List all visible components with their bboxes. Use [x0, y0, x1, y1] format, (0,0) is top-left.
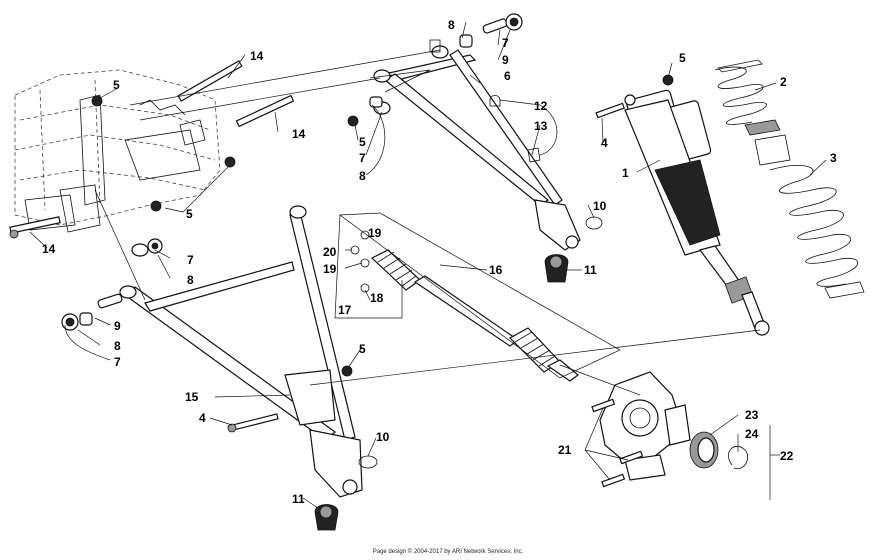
callout-14: 14	[250, 49, 264, 63]
callout-19: 19	[368, 226, 382, 240]
callout-19: 19	[323, 262, 337, 276]
callout-23: 23	[745, 408, 759, 422]
callout-10: 10	[593, 199, 607, 213]
spring-small	[714, 59, 791, 166]
circlip-lower	[358, 455, 378, 469]
reference-lines	[94, 49, 771, 500]
callout-20: 20	[323, 245, 337, 259]
callout-5: 5	[186, 207, 193, 221]
callout-16: 16	[489, 263, 503, 277]
bolts-21	[591, 398, 644, 488]
bolt-14-left	[9, 216, 61, 239]
bolt-4-arm	[227, 413, 279, 433]
steering-knuckle	[599, 371, 691, 481]
callouts: 1 2 3 4 4 5 5 5 5 5 6 7 7 7 7 8 8 8 8 9 …	[42, 18, 837, 506]
callout-2: 2	[780, 75, 787, 89]
callout-5: 5	[679, 51, 686, 65]
nuts-5	[91, 74, 674, 377]
lower-a-arm	[119, 205, 363, 498]
callout-24: 24	[745, 427, 759, 441]
axle-clips	[350, 230, 370, 293]
callout-11: 11	[584, 263, 597, 277]
circlip-upper	[585, 216, 603, 230]
upper-a-arm	[373, 39, 581, 251]
ball-joint-lower	[314, 504, 339, 531]
drive-axle	[370, 249, 579, 382]
leader-lines	[29, 21, 827, 509]
copyright-footer: Page design © 2004-2017 by ARI Network S…	[372, 549, 524, 555]
callout-5: 5	[359, 342, 366, 356]
callout-7: 7	[359, 151, 366, 165]
callout-6: 6	[504, 69, 511, 83]
callout-9: 9	[502, 53, 509, 67]
callout-9: 9	[114, 319, 121, 333]
callout-17: 17	[338, 303, 352, 317]
callout-5: 5	[359, 135, 366, 149]
callout-4: 4	[601, 136, 608, 150]
callout-8: 8	[114, 339, 121, 353]
callout-8: 8	[187, 273, 194, 287]
callout-18: 18	[370, 291, 384, 305]
callout-8: 8	[448, 18, 455, 32]
shock-absorber	[624, 89, 770, 336]
bushings-upper	[369, 13, 541, 163]
bolt-4-shock	[595, 102, 625, 119]
callout-10: 10	[376, 430, 390, 444]
callout-3: 3	[830, 151, 837, 165]
callout-14: 14	[292, 127, 306, 141]
callout-15: 15	[185, 390, 199, 404]
callout-11: 11	[292, 492, 305, 506]
wheel-bearing	[689, 431, 719, 469]
callout-1: 1	[622, 166, 629, 180]
callout-12: 12	[534, 99, 548, 113]
callout-14: 14	[42, 242, 56, 256]
callout-7: 7	[502, 36, 509, 50]
snap-ring	[728, 445, 749, 470]
bolt-14-mid	[235, 94, 295, 128]
bolt-14-top	[177, 60, 243, 102]
callout-21: 21	[558, 443, 572, 457]
bushings-lower	[61, 238, 163, 331]
callout-8: 8	[359, 169, 366, 183]
callout-13: 13	[534, 119, 548, 133]
callout-4: 4	[199, 411, 206, 425]
callout-22: 22	[780, 449, 794, 463]
callout-7: 7	[114, 355, 121, 369]
callout-5: 5	[113, 78, 120, 92]
callout-7: 7	[187, 253, 194, 267]
spring-large	[769, 164, 865, 299]
ball-joint-upper	[544, 254, 569, 283]
